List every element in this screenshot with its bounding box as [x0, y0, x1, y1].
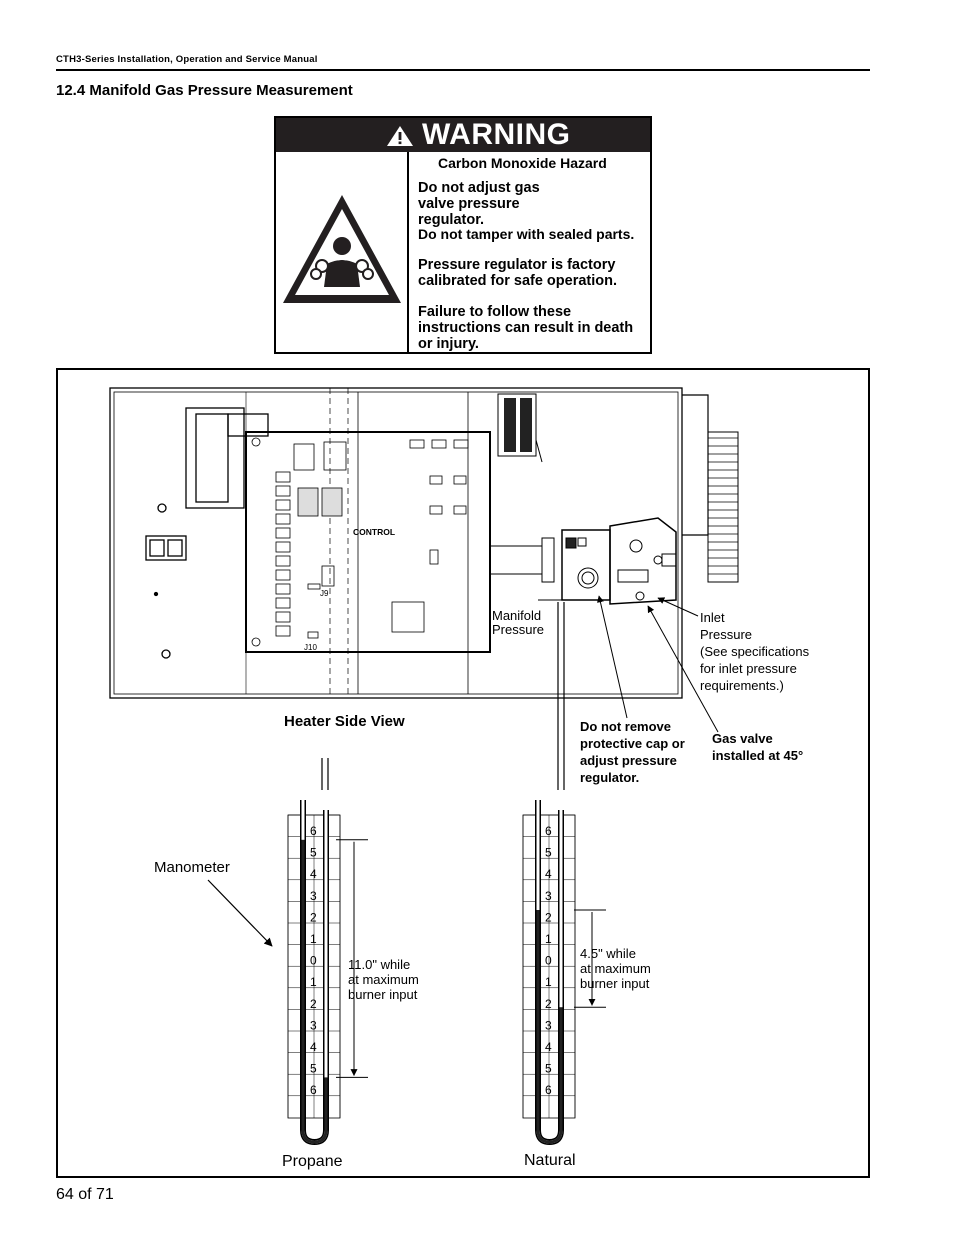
scale-tick-label: 2 — [310, 997, 317, 1011]
fluid-column-right — [559, 1007, 563, 1130]
natural-reading-1: 4.5" while — [580, 946, 636, 961]
scale-tick-label: 1 — [545, 975, 552, 989]
scale-tick-label: 3 — [545, 889, 552, 903]
scale-tick-label: 1 — [310, 932, 317, 946]
valve-label-2: installed at 45° — [712, 748, 803, 763]
control-label: CONTROL — [353, 527, 395, 537]
fluid-bend — [301, 1129, 328, 1144]
scale-tick-label: 5 — [545, 846, 552, 860]
propane-reading-2: at maximum — [348, 972, 419, 987]
scale-tick-label: 2 — [545, 997, 552, 1011]
warning-line-1: Do not adjust gas valve pressure regulat… — [418, 180, 540, 228]
warning-triangle-icon — [387, 126, 413, 146]
figure-drawing: CONTROL J9 J10 Manifold Pressure — [109, 387, 810, 1170]
scale-tick-label: 3 — [310, 889, 317, 903]
scale-tick-label: 6 — [310, 824, 317, 838]
propane-reading-3: burner input — [348, 987, 418, 1002]
scale-tick-label: 4 — [545, 867, 552, 881]
natural-reading-3: burner input — [580, 976, 650, 991]
fluid-column-right — [324, 1077, 328, 1130]
inlet-label-4: for inlet pressure — [700, 661, 797, 676]
inlet-label-1: Inlet — [700, 610, 725, 625]
natural-reading-2: at maximum — [580, 961, 651, 976]
scale-tick-label: 6 — [545, 1083, 552, 1097]
scale-tick-label: 4 — [545, 1040, 552, 1054]
inlet-label-3: (See specifications — [700, 644, 810, 659]
transformer-coil — [497, 393, 543, 463]
propane-caption: Propane — [282, 1153, 343, 1170]
header-rule — [56, 69, 870, 71]
leader-lines — [538, 595, 719, 733]
valve-label-1: Gas valve — [712, 731, 773, 746]
fluid-column-left — [536, 910, 540, 1130]
page-number: 64 of 71 — [56, 1186, 114, 1203]
caution-label-4: regulator. — [580, 770, 639, 785]
j10-label: J10 — [304, 643, 317, 652]
scale-tick-label: 5 — [310, 846, 317, 860]
manifold-label-1: Manifold — [492, 608, 541, 623]
hazard-title: Carbon Monoxide Hazard — [438, 155, 607, 171]
scale-tick-label: 4 — [310, 1040, 317, 1054]
j9-label: J9 — [320, 589, 329, 598]
warning-box: WARNING Carbon Monoxide Hazard Do not ad… — [274, 116, 652, 354]
caution-label-1: Do not remove — [580, 719, 671, 734]
warning-line-4: Failure to follow these instructions can… — [418, 304, 634, 352]
propane-manometer: 6 5 4 3 2 1 0 1 2 3 4 5 6 — [287, 800, 341, 1146]
section-title: 12.4 Manifold Gas Pressure Measurement — [56, 82, 353, 99]
inlet-label-2: Pressure — [700, 627, 752, 642]
warning-banner: WARNING — [276, 118, 650, 152]
carbon-monoxide-hazard-icon — [283, 195, 401, 303]
exhaust-fins — [682, 394, 739, 583]
scale-tick-label: 3 — [310, 1018, 317, 1032]
manual-header: CTH3-Series Installation, Operation and … — [56, 54, 318, 65]
gas-valve — [561, 517, 677, 605]
caution-label-2: protective cap or — [580, 736, 685, 751]
scale-tick-label: 5 — [545, 1062, 552, 1076]
warning-divider — [407, 152, 409, 352]
scale-tick-label: 2 — [310, 910, 317, 924]
scale-tick-label: 0 — [310, 954, 317, 968]
scale-tick-label: 5 — [310, 1062, 317, 1076]
scale-tick-label: 1 — [310, 975, 317, 989]
scale-tick-label: 6 — [545, 824, 552, 838]
scale-tick-label: 1 — [545, 932, 552, 946]
scale-tick-label: 6 — [310, 1083, 317, 1097]
propane-reading-1: 11.0" while — [348, 957, 410, 972]
scale-tick-label: 0 — [545, 954, 552, 968]
scale-tick-label: 4 — [310, 867, 317, 881]
manometer-label: Manometer — [154, 859, 230, 876]
manifold-pressure-figure: CONTROL J9 J10 Manifold Pressure — [56, 368, 870, 1178]
manometer-tubing — [321, 602, 565, 790]
warning-line-2: Do not tamper with sealed parts. — [418, 226, 635, 242]
fluid-column-left — [301, 839, 305, 1130]
inlet-label-5: requirements.) — [700, 678, 784, 693]
gas-pipe — [489, 537, 555, 583]
scale-tick-label: 2 — [545, 910, 552, 924]
fluid-bend — [536, 1129, 563, 1144]
warning-line-3: Pressure regulator is factory calibrated… — [418, 257, 618, 289]
natural-caption: Natural — [524, 1152, 576, 1169]
scale-tick-label: 3 — [545, 1018, 552, 1032]
control-board — [245, 431, 491, 653]
warning-heading: WARNING — [422, 118, 571, 151]
manifold-label-2: Pressure — [492, 622, 544, 637]
natural-manometer: 6 5 4 3 2 1 0 1 2 3 4 5 6 — [522, 800, 576, 1146]
caution-label-3: adjust pressure — [580, 753, 677, 768]
heater-side-view-caption: Heater Side View — [284, 713, 405, 730]
